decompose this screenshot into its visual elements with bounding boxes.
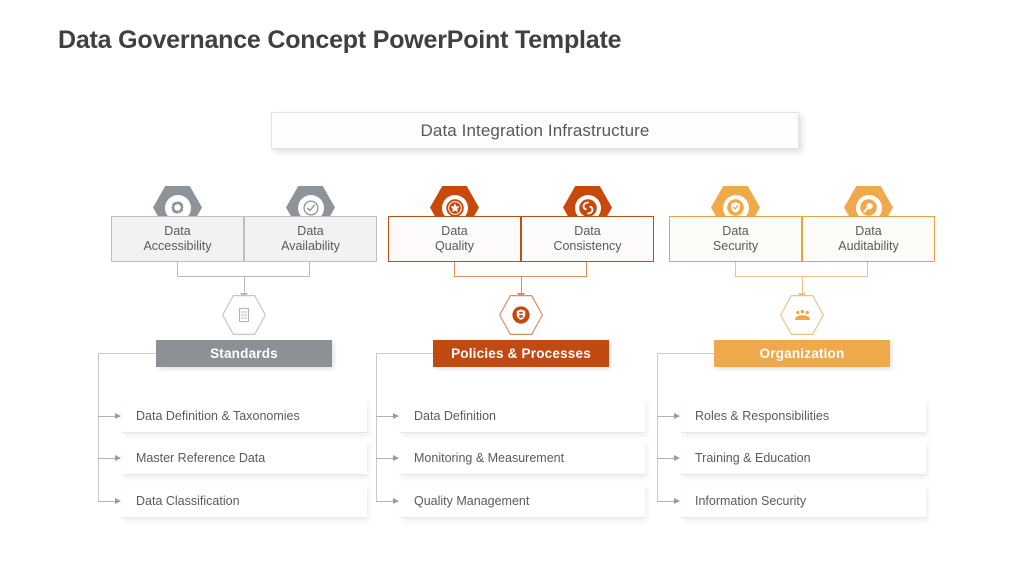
pillar-label-line1: Data <box>574 224 601 238</box>
category-bar-standards[interactable]: Standards <box>156 340 332 367</box>
spine-organization <box>657 353 658 502</box>
page-title: Data Governance Concept PowerPoint Templ… <box>58 26 622 54</box>
pillar-label-line1: Data <box>441 224 468 238</box>
category-hex-organization <box>780 295 824 335</box>
spine-policies <box>376 353 377 502</box>
row-connector <box>376 498 399 504</box>
list-item[interactable]: Information Security <box>681 484 926 518</box>
list-item-label: Monitoring & Measurement <box>414 450 565 465</box>
row-connector <box>657 413 680 419</box>
list-item[interactable]: Master Reference Data <box>122 441 367 475</box>
pillar-label-line2: Consistency <box>553 239 622 253</box>
pillar-label-line2: Quality <box>435 239 474 253</box>
pillar-label-line2: Availability <box>281 239 340 253</box>
shield-lock-icon <box>510 304 532 326</box>
people-group-icon <box>792 305 813 326</box>
list-item-label: Data Definition & Taxonomies <box>136 408 300 423</box>
pillar-box-data-accessibility[interactable]: Data Accessibility <box>111 216 244 262</box>
list-item-label: Information Security <box>695 493 807 508</box>
pillar-label-line2: Auditability <box>838 239 899 253</box>
spine-standards <box>98 353 99 502</box>
row-connector <box>376 455 399 461</box>
header-banner: Data Integration Infrastructure <box>271 112 799 149</box>
pillar-box-data-security[interactable]: Data Security <box>669 216 802 262</box>
category-hex-policies <box>499 295 543 335</box>
pillar-box-data-availability[interactable]: Data Availability <box>244 216 377 262</box>
list-item[interactable]: Data Definition & Taxonomies <box>122 399 367 433</box>
spine-top-standards <box>98 353 156 354</box>
category-bar-label: Standards <box>210 346 278 361</box>
row-connector <box>98 455 121 461</box>
list-item[interactable]: Training & Education <box>681 441 926 475</box>
category-hex-standards <box>222 295 266 335</box>
list-item[interactable]: Quality Management <box>400 484 645 518</box>
header-banner-label: Data Integration Infrastructure <box>420 120 650 140</box>
spine-top-policies <box>376 353 433 354</box>
pillar-label-line1: Data <box>855 224 882 238</box>
pillar-label-line2: Accessibility <box>143 239 212 253</box>
row-connector <box>657 498 680 504</box>
list-item-label: Quality Management <box>414 493 530 508</box>
spine-top-organization <box>657 353 714 354</box>
row-connector <box>657 455 680 461</box>
category-bar-organization[interactable]: Organization <box>714 340 890 367</box>
list-item-label: Data Definition <box>414 408 496 423</box>
checklist-document-icon <box>235 306 253 324</box>
category-bar-label: Policies & Processes <box>451 346 591 361</box>
category-bar-label: Organization <box>759 346 845 361</box>
list-item[interactable]: Data Classification <box>122 484 367 518</box>
pillar-label-line1: Data <box>722 224 749 238</box>
pillar-box-data-quality[interactable]: Data Quality <box>388 216 521 262</box>
pillar-label-line1: Data <box>164 224 191 238</box>
list-item-label: Master Reference Data <box>136 450 266 465</box>
category-bar-policies[interactable]: Policies & Processes <box>433 340 609 367</box>
row-connector <box>376 413 399 419</box>
list-item-label: Data Classification <box>136 493 240 508</box>
pillar-box-data-consistency[interactable]: Data Consistency <box>521 216 654 262</box>
pillar-box-data-auditability[interactable]: Data Auditability <box>802 216 935 262</box>
row-connector <box>98 498 121 504</box>
list-item[interactable]: Data Definition <box>400 399 645 433</box>
pillar-label-line2: Security <box>712 239 759 253</box>
pillar-label-line1: Data <box>297 224 324 238</box>
list-item[interactable]: Roles & Responsibilities <box>681 399 926 433</box>
list-item-label: Training & Education <box>695 450 811 465</box>
row-connector <box>98 413 121 419</box>
list-item-label: Roles & Responsibilities <box>695 408 830 423</box>
list-item[interactable]: Monitoring & Measurement <box>400 441 645 475</box>
